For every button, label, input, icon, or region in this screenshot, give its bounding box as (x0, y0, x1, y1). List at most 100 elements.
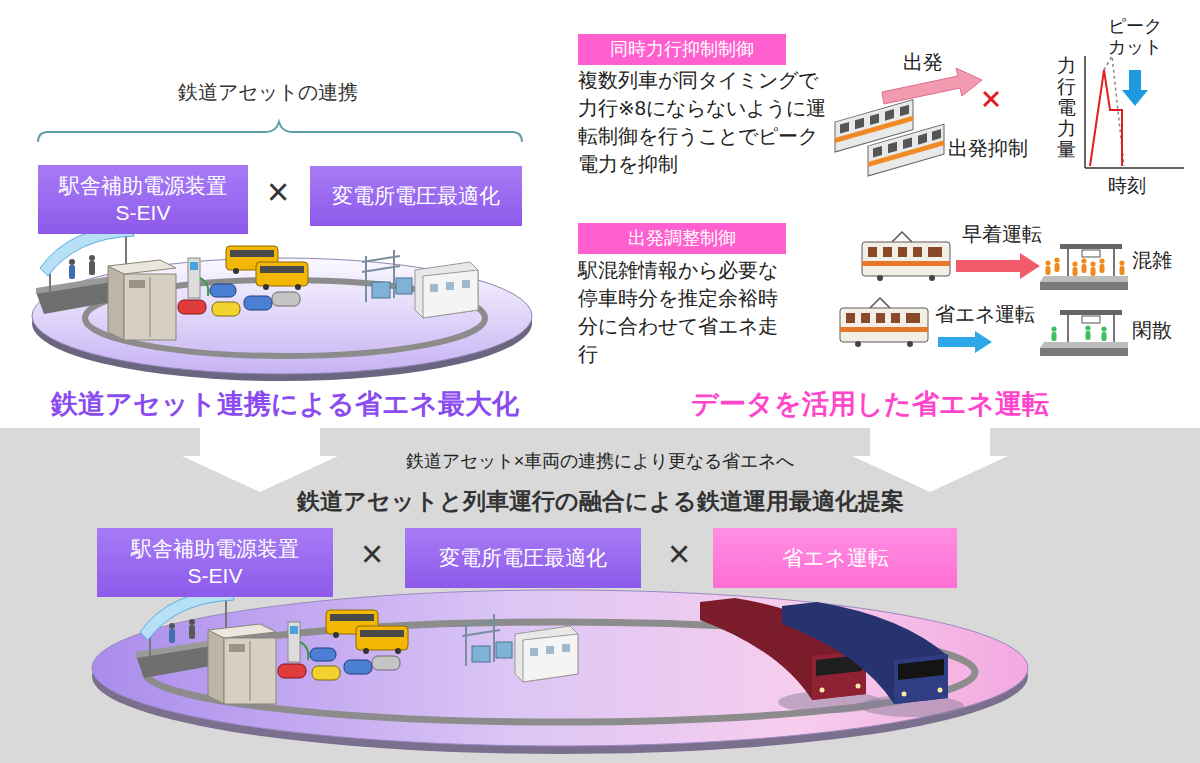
down-arrow (182, 428, 338, 492)
quiet-platform (1102, 332, 1107, 341)
tram (913, 247, 922, 257)
tram (840, 308, 928, 342)
crowded-platform (1067, 249, 1069, 276)
substation (362, 266, 400, 272)
times-sign: × (255, 172, 301, 214)
quiet-platform (1051, 326, 1056, 331)
asset-box: 駅舎補助電源装置 S-EIV (38, 165, 248, 234)
axis-label: 時刻 (1108, 174, 1158, 198)
crowded-platform (1045, 260, 1050, 265)
section-heading: データを活用した省エネ運転 (650, 388, 1090, 422)
figure-label: 出発抑制 (948, 136, 1038, 161)
tram (855, 341, 861, 347)
train-red (856, 684, 861, 689)
crowded-platform (1060, 244, 1122, 249)
power-graph (1085, 56, 1184, 168)
power-cabinet (108, 260, 176, 274)
crowded-platform (1100, 264, 1105, 273)
tram (928, 247, 942, 257)
tram (862, 232, 950, 281)
crowded-platform (1119, 260, 1124, 265)
station-shelter (69, 265, 75, 279)
crowded-platform (1055, 263, 1060, 272)
quiet-platform (1085, 325, 1090, 330)
quiet-platform (1052, 332, 1057, 341)
buses (295, 284, 301, 290)
eco-run-arrow (938, 331, 992, 353)
box-label: 出発調整制御 (628, 227, 736, 250)
commuter-trains (918, 133, 927, 145)
commuter-trains (870, 113, 879, 125)
commuter-trains (900, 105, 909, 117)
station-shelter (69, 259, 75, 265)
asset-platform (32, 258, 532, 381)
buses (230, 250, 274, 257)
tram (892, 232, 912, 242)
crowded-platform (1099, 258, 1104, 263)
power-cabinet (129, 280, 145, 288)
quiet-platform (1067, 315, 1069, 342)
operation-box: 省エネ運転 (713, 528, 957, 588)
cars (210, 284, 236, 297)
buses (263, 284, 269, 290)
box-label: 同時力行抑制制御 (610, 38, 754, 61)
times-sign: × (349, 534, 395, 576)
description-text: 複数列車が同タイミングで力行※8にならないように運転制御を行うことでピーク電力を… (578, 66, 828, 178)
tram (898, 247, 907, 257)
quiet-platform (1082, 316, 1100, 323)
crowded-platform (1040, 276, 1128, 282)
crowded-platform (1072, 261, 1077, 266)
substation (423, 270, 478, 318)
train-blue (938, 688, 943, 693)
quiet-platform (1051, 325, 1106, 341)
train-blue (902, 692, 907, 697)
box-label: 駅舎補助電源装置 S-EIV (53, 173, 233, 226)
figure-label: 早着運転 (962, 222, 1052, 247)
description-text: 駅混雑情報から必要な停車時分を推定余裕時分に合わせて省エネ走行 (578, 256, 783, 368)
crowded-platform (1073, 267, 1078, 276)
tram (840, 327, 928, 332)
asset-box: 駅舎補助電源装置 S-EIV (97, 528, 333, 597)
ev-charger (188, 258, 208, 298)
substation (446, 282, 454, 290)
proposal-band: 鉄道アセット×車両の連携により更なる省エネへ鉄道アセットと列車運行の融合による鉄… (0, 428, 1200, 763)
tram (883, 247, 892, 257)
substation (365, 256, 367, 302)
ev-charger (200, 278, 208, 296)
tram (861, 313, 870, 323)
section-heading: 鉄道アセット連携による省エネ最大化 (20, 388, 550, 422)
figure-label: 閑散 (1132, 318, 1178, 343)
train-red (820, 688, 825, 693)
crowded-platform (1040, 282, 1128, 290)
tram (868, 247, 877, 257)
train-blue (782, 602, 948, 704)
quiet-platform (1040, 310, 1128, 356)
commuter-trains (903, 137, 912, 149)
quiet-platform (1113, 315, 1115, 342)
commuter-trains (868, 124, 944, 176)
control-tag: 同時力行抑制制御 (578, 34, 786, 65)
cars (212, 302, 240, 316)
cars (178, 284, 300, 316)
band-text: 鉄道アセットと列車運行の融合による鉄道運用最適化提案 (297, 487, 904, 516)
tram (862, 242, 950, 276)
power-graph (1084, 56, 1086, 168)
cars (244, 296, 272, 310)
box-label: 変電所電圧最適化 (439, 545, 607, 571)
asset-box: 変電所電圧最適化 (405, 528, 641, 588)
box-label: 省エネ運転 (782, 545, 889, 571)
figure-label: 混雑 (1132, 248, 1178, 273)
crowded-platform (1120, 266, 1125, 275)
cross-mark (984, 92, 998, 106)
down-arrow (852, 428, 1008, 492)
train-blue (894, 654, 948, 704)
band-text: 鉄道アセット×車両の連携により更なる省エネへ (406, 450, 795, 473)
commuter-trains (873, 146, 882, 158)
buses (260, 266, 304, 273)
crowded-platform (1082, 250, 1100, 257)
ev-charger (188, 258, 200, 298)
peak-cut-arrow (1122, 70, 1148, 106)
power-cabinet (108, 266, 124, 340)
railway-assets (136, 590, 578, 704)
